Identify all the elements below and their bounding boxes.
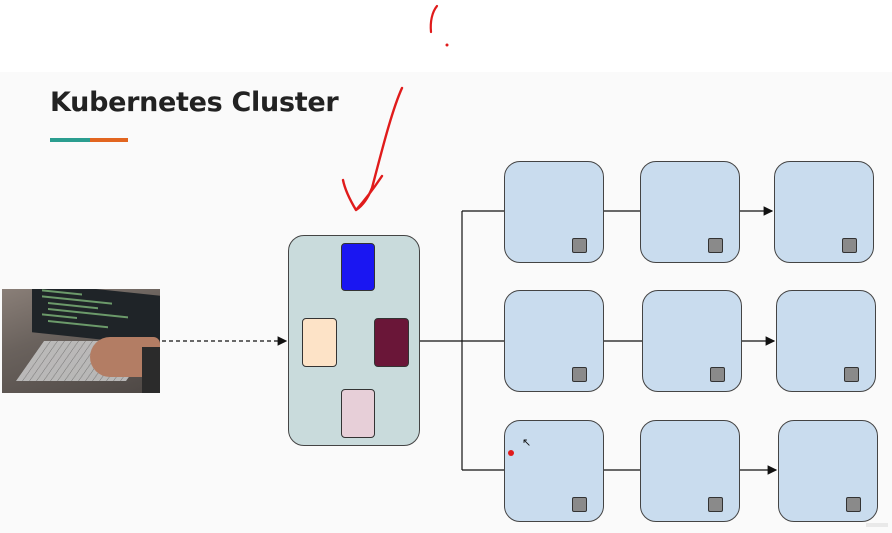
laser-pointer-dot — [508, 450, 514, 456]
pod-square — [572, 497, 587, 512]
worker-node-r3c2 — [640, 420, 740, 522]
worker-node-r3c3 — [778, 420, 878, 522]
pen-stroke-arrow — [341, 86, 404, 212]
worker-node-r2c3 — [776, 290, 876, 392]
master-node — [288, 235, 420, 446]
worker-node-r3c1 — [504, 420, 604, 522]
pod-square — [572, 367, 587, 382]
sleeve — [142, 347, 160, 393]
master-component-blue — [341, 243, 375, 291]
mouse-cursor-icon: ↖ — [522, 437, 532, 449]
master-component-peach — [302, 318, 337, 367]
pen-stroke-dot — [445, 43, 449, 47]
master-component-maroon — [374, 318, 409, 367]
pod-square — [708, 497, 723, 512]
title-underline-teal — [50, 138, 90, 142]
pod-square — [842, 238, 857, 253]
pod-square — [846, 497, 861, 512]
master-component-pink — [341, 389, 375, 438]
slide-title: Kubernetes Cluster — [50, 87, 339, 118]
worker-node-r1c3 — [774, 161, 874, 263]
pod-square — [710, 367, 725, 382]
worker-node-r1c1 — [504, 161, 604, 263]
watermark — [866, 523, 888, 527]
pen-stroke-mark — [429, 4, 439, 34]
worker-node-r1c2 — [640, 161, 740, 263]
title-underline-orange — [90, 138, 128, 142]
pod-square — [572, 238, 587, 253]
user-laptop-image — [2, 289, 160, 393]
worker-node-r2c2 — [642, 290, 742, 392]
pod-square — [708, 238, 723, 253]
worker-node-r2c1 — [504, 290, 604, 392]
pod-square — [844, 367, 859, 382]
